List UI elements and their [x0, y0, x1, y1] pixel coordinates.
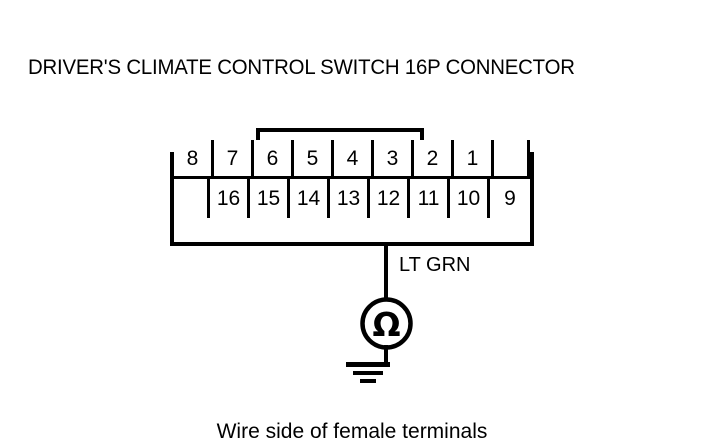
- terminal-cell-12: 12: [370, 179, 410, 218]
- terminal-cell-13: 13: [330, 179, 370, 218]
- terminal-cell-8: 8: [174, 140, 214, 179]
- terminal-cell-4: 4: [334, 140, 374, 179]
- ground-bar-2: [353, 371, 383, 375]
- terminal-cell-2: 2: [414, 140, 454, 179]
- svg-text:Ω: Ω: [372, 305, 400, 344]
- ground-bar-1: [346, 362, 390, 367]
- terminal-cell-blank-right: [494, 140, 530, 179]
- wire-label: LT GRN: [399, 254, 471, 276]
- connector-16p: 8 7 6 5 4 3 2 1 16 15 14 13 12 11 10 9: [170, 128, 534, 246]
- terminal-cell-11: 11: [410, 179, 450, 218]
- terminal-cell-10: 10: [450, 179, 490, 218]
- figure-caption: Wire side of female terminals: [216, 420, 488, 443]
- terminal-cell-14: 14: [290, 179, 330, 218]
- wire-lead-lt-grn: [384, 245, 388, 302]
- terminal-row-bottom: 16 15 14 13 12 11 10 9: [174, 179, 530, 218]
- terminal-cell-7: 7: [214, 140, 254, 179]
- page-title: DRIVER'S CLIMATE CONTROL SWITCH 16P CONN…: [28, 56, 575, 79]
- ground-bar-3: [360, 379, 376, 383]
- terminal-grid: 8 7 6 5 4 3 2 1 16 15 14 13 12 11 10 9: [174, 140, 530, 218]
- terminal-cell-15: 15: [250, 179, 290, 218]
- terminal-cell-3: 3: [374, 140, 414, 179]
- terminal-cell-1: 1: [454, 140, 494, 179]
- terminal-cell-5: 5: [294, 140, 334, 179]
- terminal-cell-blank-left: [174, 179, 210, 218]
- terminal-cell-9: 9: [490, 179, 530, 218]
- terminal-cell-6: 6: [254, 140, 294, 179]
- terminal-row-top: 8 7 6 5 4 3 2 1: [174, 140, 530, 179]
- ohmmeter-ground-lead: [384, 345, 388, 363]
- terminal-cell-16: 16: [210, 179, 250, 218]
- ohmmeter-icon: Ω: [358, 295, 415, 352]
